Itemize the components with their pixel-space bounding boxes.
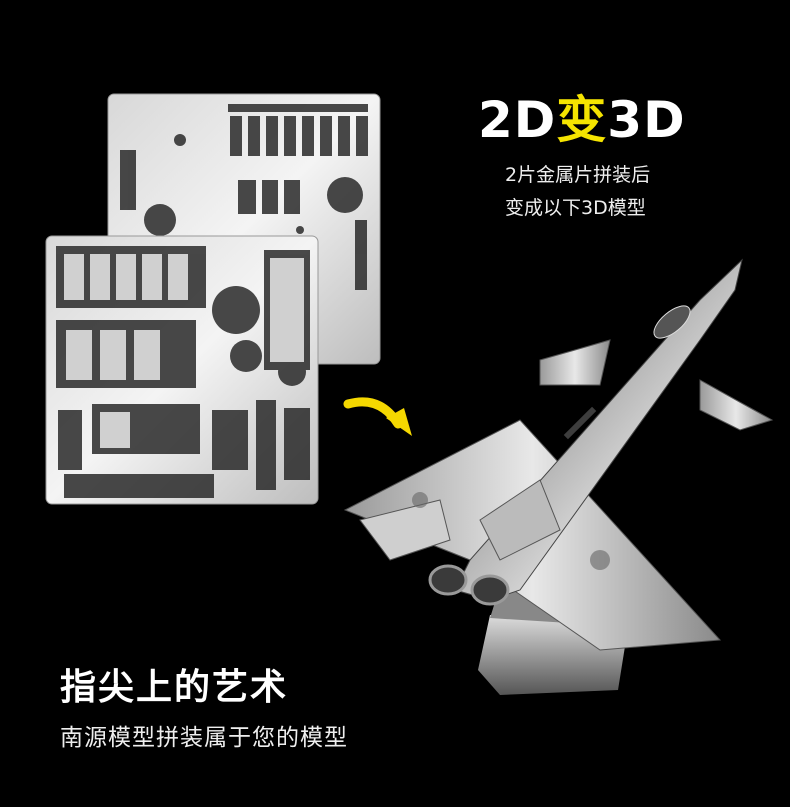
jet-model [343, 258, 774, 695]
headline-2d-to-3d: 2D变3D [478, 80, 738, 152]
headline-part-2d: 2D [478, 91, 557, 149]
subtitle-line-1: 2片金属片拼装后 [505, 164, 651, 186]
subtitle-line-2: 变成以下3D模型 [505, 197, 646, 219]
transform-arrow-icon [343, 397, 412, 436]
metal-sheet-front [45, 235, 319, 505]
headline-part-3d: 3D [607, 91, 686, 149]
headline-part-transform: 变 [556, 91, 608, 149]
tagline-title: 指尖上的艺术 [60, 667, 289, 708]
tagline-subtitle: 南源模型拼装属于您的模型 [60, 725, 348, 751]
